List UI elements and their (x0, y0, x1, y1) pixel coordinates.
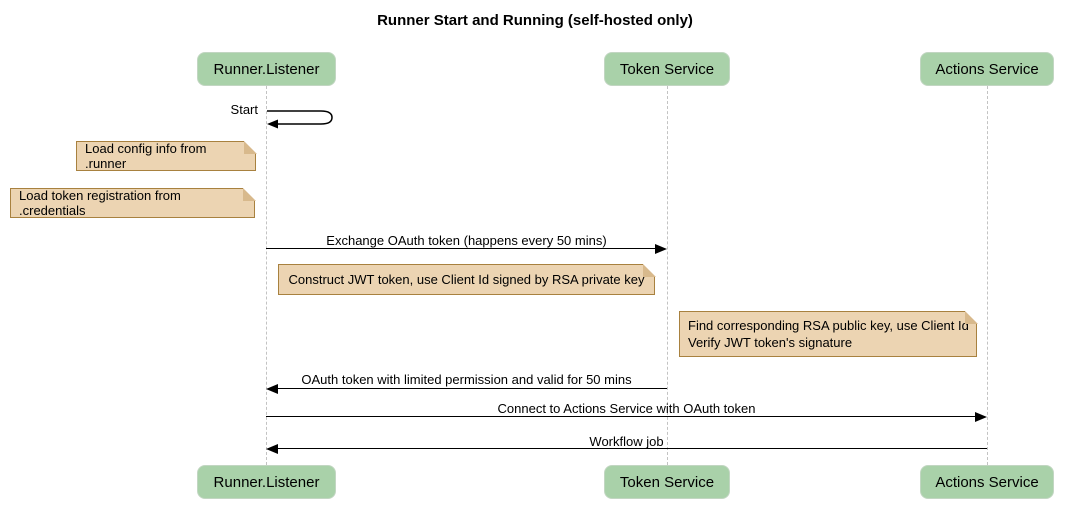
note-verify-jwt: Find corresponding RSA public key, use C… (679, 310, 978, 357)
message-label-oauth-token-back: OAuth token with limited permission and … (301, 372, 632, 387)
participant-actions-service-top: Actions Service (920, 52, 1054, 86)
arrowhead-right-icon (655, 244, 667, 254)
note-text: Load config info from .runner (85, 141, 207, 171)
participant-label: Runner.Listener (213, 60, 320, 78)
message-line (266, 248, 656, 249)
note-text-block: Find corresponding RSA public key, use C… (688, 317, 969, 351)
diagram-title: Runner Start and Running (self-hosted on… (377, 12, 693, 29)
participant-runner-listener-bottom: Runner.Listener (197, 465, 336, 499)
arrowhead-right-icon (975, 412, 987, 422)
note-text: Construct JWT token, use Client Id signe… (288, 272, 645, 287)
arrowhead-left-icon (266, 384, 278, 394)
participant-token-service-bottom: Token Service (604, 465, 730, 499)
message-line (266, 416, 976, 417)
participant-runner-listener-top: Runner.Listener (197, 52, 336, 86)
self-message-arrow (267, 110, 333, 129)
participant-label: Token Service (619, 60, 715, 78)
message-label-start: Start (230, 102, 258, 117)
arrowhead-left-icon (267, 119, 278, 129)
participant-label: Token Service (619, 473, 715, 491)
note-text: Load token registration from .credential… (19, 188, 181, 218)
arrowhead-left-icon (266, 444, 278, 454)
message-line (277, 388, 667, 389)
participant-label: Runner.Listener (213, 473, 320, 491)
note-load-config: Load config info from .runner (76, 140, 257, 171)
message-label-exchange-oauth: Exchange OAuth token (happens every 50 m… (326, 233, 607, 248)
message-label-connect-actions: Connect to Actions Service with OAuth to… (497, 401, 756, 416)
lifeline-token-service (667, 86, 668, 465)
participant-token-service-top: Token Service (604, 52, 730, 86)
note-load-token-registration: Load token registration from .credential… (10, 187, 256, 218)
lifeline-actions-service (987, 86, 988, 465)
participant-label: Actions Service (935, 60, 1039, 78)
message-label-workflow-job: Workflow job (589, 434, 664, 449)
note-construct-jwt: Construct JWT token, use Client Id signe… (278, 263, 656, 295)
lifeline-runner-listener (266, 86, 267, 465)
note-text-line: Find corresponding RSA public key, use C… (688, 318, 969, 333)
participant-label: Actions Service (935, 473, 1039, 491)
participant-actions-service-bottom: Actions Service (920, 465, 1054, 499)
note-text-line: Verify JWT token's signature (688, 335, 853, 350)
self-loop-line (267, 110, 333, 125)
message-line (277, 448, 987, 449)
